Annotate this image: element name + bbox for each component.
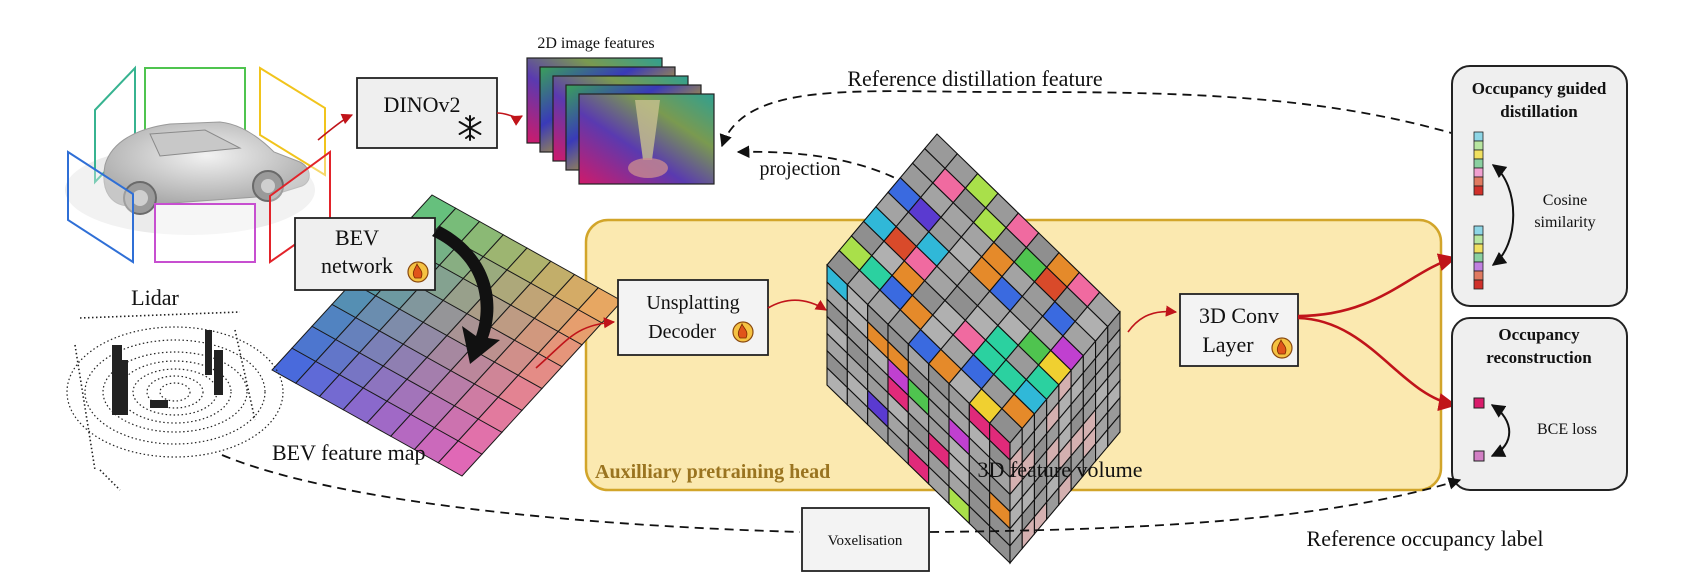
- arrow-camera-to-dino: [317, 113, 354, 141]
- feature-volume-3d: [826, 133, 1121, 565]
- flame-icon: [732, 321, 754, 343]
- arrow-volume-to-conv: [1127, 305, 1178, 333]
- vector-element: [1473, 176, 1484, 187]
- bev-network-label-2: network: [321, 253, 393, 278]
- conv-label-1: 3D Conv: [1199, 303, 1279, 328]
- conv-label-2: Layer: [1202, 332, 1254, 357]
- voxelisation-box: Voxelisation: [801, 507, 930, 572]
- lidar-label: Lidar: [131, 285, 179, 310]
- occ-recon-title-1: Occupancy: [1498, 325, 1580, 344]
- flame-icon: [1271, 337, 1293, 359]
- cosine-arrow: [1491, 164, 1515, 266]
- bev-network-box: BEV network: [294, 217, 436, 291]
- vector-element: [1473, 270, 1484, 281]
- camera-rig: [65, 65, 331, 264]
- reference-occupancy-cell: [1473, 450, 1485, 462]
- vector-element: [1473, 185, 1484, 196]
- cosine-label-1: Cosine: [1543, 192, 1587, 209]
- arrow-conv-to-distillation: [1297, 253, 1457, 318]
- volume-side-cell: [1107, 413, 1121, 449]
- cosine-label-2: similarity: [1534, 214, 1595, 231]
- bev-network-label-1: BEV: [335, 225, 379, 250]
- dinov2-label: DINOv2: [384, 92, 461, 117]
- camera-frame-front: [154, 203, 256, 263]
- predicted-occupancy-cell: [1473, 397, 1485, 409]
- bev-feature-map-label: BEV feature map: [272, 440, 426, 465]
- vector-element: [1473, 252, 1484, 263]
- flame-icon: [407, 261, 429, 283]
- feature-volume-label: 3D feature volume: [978, 457, 1143, 482]
- vector-element: [1473, 261, 1484, 272]
- decoder-label-2: Decoder: [648, 321, 716, 343]
- vector-element: [1473, 131, 1484, 142]
- lidar-obstacles: [112, 330, 223, 415]
- occ-recon-panel: Occupancy reconstruction BCE loss: [1451, 317, 1628, 491]
- occ-distill-title-1: Occupancy guided: [1472, 79, 1607, 98]
- lidar-point-cloud: [66, 311, 284, 491]
- conv-layer-box: 3D Conv Layer: [1179, 293, 1299, 367]
- voxelisation-label: Voxelisation: [828, 533, 903, 549]
- arrow-dino-to-features: [496, 112, 523, 126]
- vector-element: [1473, 158, 1484, 169]
- projection-label: projection: [759, 158, 840, 180]
- aux-head-label: Auxilliary pretraining head: [595, 461, 830, 483]
- vector-element: [1473, 149, 1484, 160]
- vector-element: [1473, 140, 1484, 151]
- occ-distill-panel: Occupancy guided distillation Cosine sim…: [1451, 65, 1628, 307]
- occ-distill-title-2: distillation: [1500, 102, 1578, 121]
- dinov2-box: DINOv2: [356, 77, 498, 149]
- camera-frame-front-left: [67, 150, 134, 264]
- big-black-arrow: [432, 226, 500, 364]
- camera-frame-back: [144, 67, 246, 131]
- vector-element: [1473, 243, 1484, 254]
- unsplat-decoder-box: Unsplatting Decoder: [617, 279, 769, 356]
- vector-element: [1473, 234, 1484, 245]
- vector-element: [1473, 167, 1484, 178]
- arrow-conv-to-reconstruction: [1297, 316, 1457, 412]
- arrow-lidar-to-voxel: [221, 454, 801, 533]
- arrow-bev-to-decoder: [535, 317, 616, 369]
- ref-distill-label: Reference distillation feature: [847, 66, 1102, 91]
- bce-label: BCE loss: [1537, 421, 1597, 438]
- image-features-label: 2D image features: [537, 35, 654, 52]
- camera-frame-back-right: [259, 66, 326, 177]
- decoder-label-1: Unsplatting: [646, 292, 739, 314]
- ref-occ-label: Reference occupancy label: [1307, 526, 1544, 551]
- vector-element: [1473, 279, 1484, 290]
- arrow-ref-distillation: [719, 90, 1470, 148]
- feature-vector-predicted: [1473, 225, 1484, 290]
- image-feature-stack: [526, 57, 715, 185]
- vector-element: [1473, 225, 1484, 236]
- feature-vector-reference: [1473, 131, 1484, 196]
- bce-arrow: [1490, 404, 1511, 457]
- snowflake-icon: [458, 115, 482, 141]
- occ-recon-title-2: reconstruction: [1486, 348, 1592, 367]
- arrow-decoder-to-volume: [767, 299, 827, 311]
